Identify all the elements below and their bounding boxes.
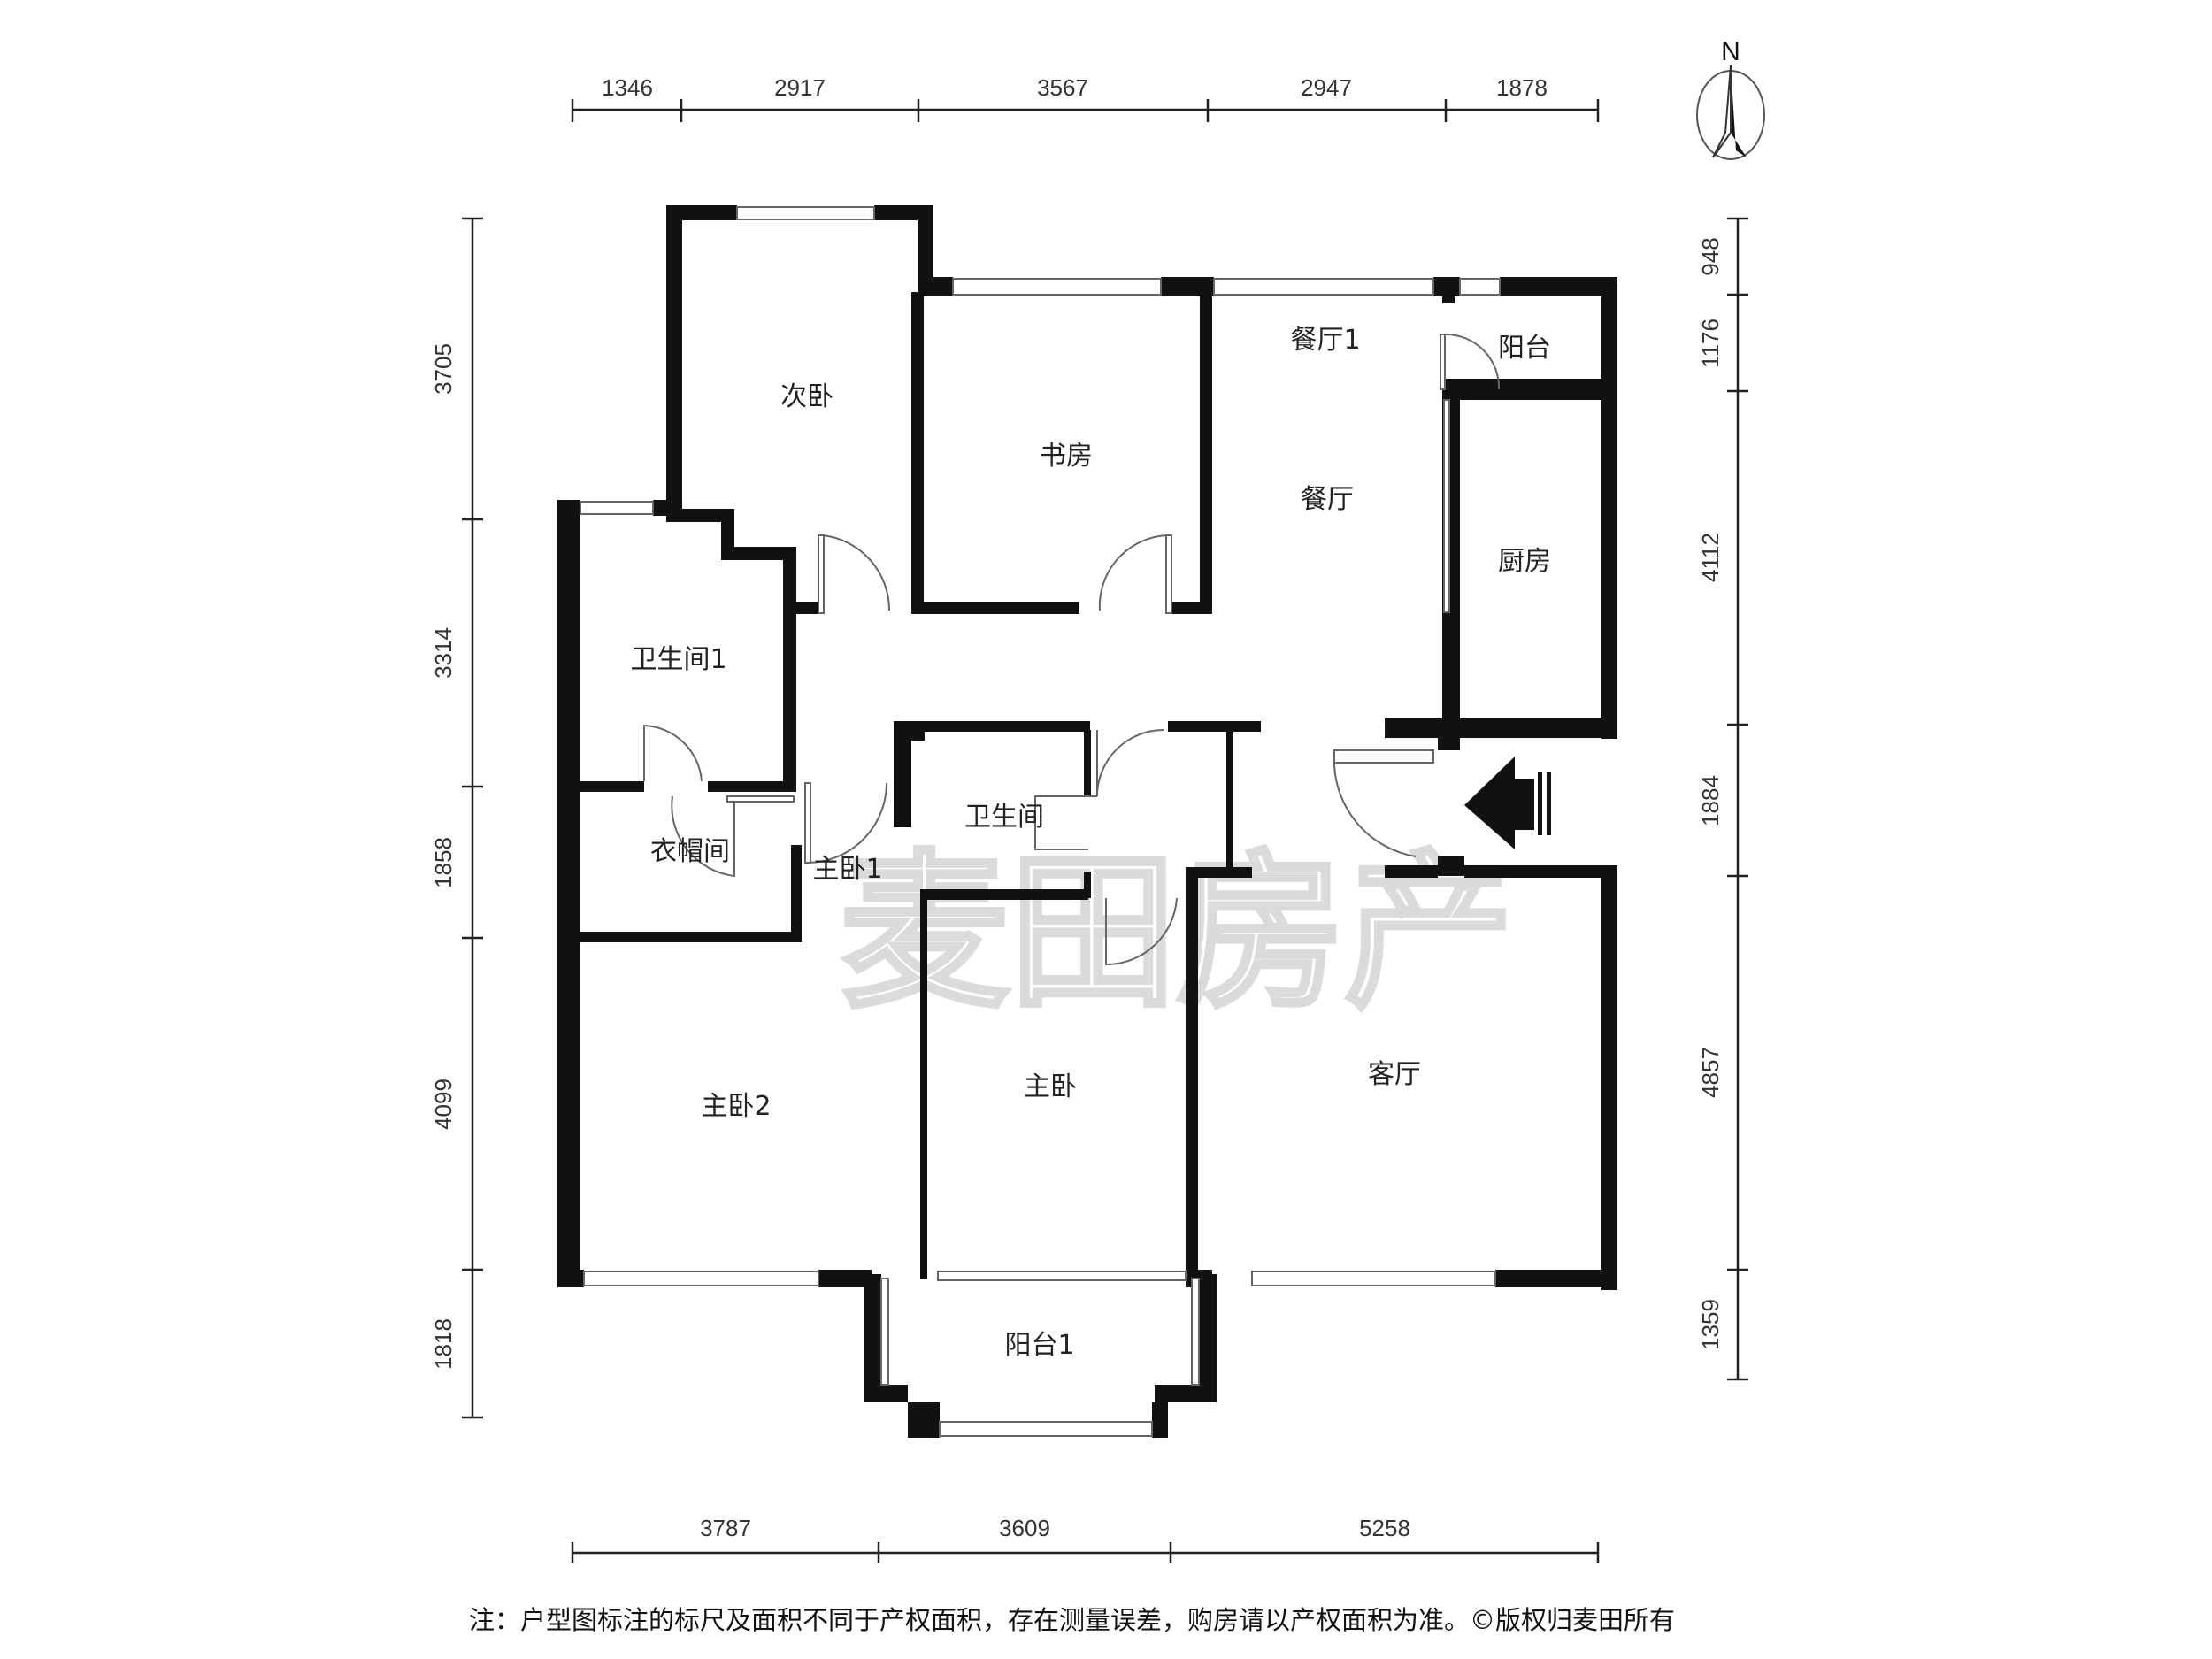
dim-left-5: 1818 (430, 1318, 457, 1370)
dim-left-3: 1858 (430, 837, 457, 888)
room-bathroom: 卫生间 (964, 802, 1044, 833)
doors (643, 334, 1501, 966)
room-dining1: 餐厅1 (1290, 325, 1360, 356)
watermark-text: 麦田房产 (841, 835, 1513, 1031)
dim-right-6: 1359 (1697, 1299, 1724, 1350)
dim-right-4: 1884 (1697, 775, 1724, 826)
dim-left-4: 4099 (430, 1079, 457, 1130)
room-living: 客厅 (1368, 1059, 1421, 1090)
dim-top-1: 1346 (602, 74, 653, 101)
dim-bottom-2: 3609 (999, 1515, 1050, 1541)
room-balcony: 阳台 (1498, 333, 1551, 364)
room-balcony1: 阳台1 (1004, 1330, 1074, 1361)
room-master1: 主卧1 (812, 854, 882, 885)
dim-bottom-3: 5258 (1359, 1515, 1410, 1541)
dim-right-2: 1176 (1697, 319, 1724, 368)
footnote: 注：户型图标注的标尺及面积不同于产权面积，存在测量误差，购房请以产权面积为准。©… (469, 1605, 1676, 1635)
windows (580, 206, 1501, 1437)
left-dimensions (462, 217, 483, 1419)
room-master: 主卧 (1024, 1071, 1077, 1102)
room-study: 书房 (1040, 441, 1093, 472)
dim-top-3: 3567 (1037, 74, 1088, 101)
north-compass-icon: N (1696, 37, 1765, 160)
watermark: 麦田房产 (839, 833, 1516, 1033)
dim-top-5: 1878 (1496, 74, 1548, 101)
dim-right-3: 4112 (1697, 533, 1724, 582)
room-dining: 餐厅 (1301, 484, 1354, 515)
dim-top-2: 2917 (774, 74, 826, 101)
dim-top-4: 2947 (1301, 74, 1352, 101)
room-cloakroom: 衣帽间 (650, 836, 730, 867)
entrance-arrow-icon (1464, 757, 1551, 849)
dim-left-1: 3705 (430, 343, 457, 395)
dim-right-1: 948 (1697, 237, 1724, 275)
room-bathroom1: 卫生间1 (630, 644, 726, 675)
top-dimensions (571, 99, 1600, 122)
room-master2: 主卧2 (701, 1091, 771, 1122)
dim-right-5: 4857 (1697, 1047, 1724, 1098)
room-kitchen: 厨房 (1498, 546, 1551, 577)
compass-label: N (1721, 37, 1740, 66)
dim-bottom-1: 3787 (700, 1515, 751, 1541)
bottom-dimensions (571, 1542, 1600, 1563)
walls (557, 205, 1617, 1438)
right-dimensions (1727, 217, 1748, 1381)
dim-left-2: 3314 (430, 627, 457, 679)
room-secondary-bedroom: 次卧 (780, 381, 833, 412)
